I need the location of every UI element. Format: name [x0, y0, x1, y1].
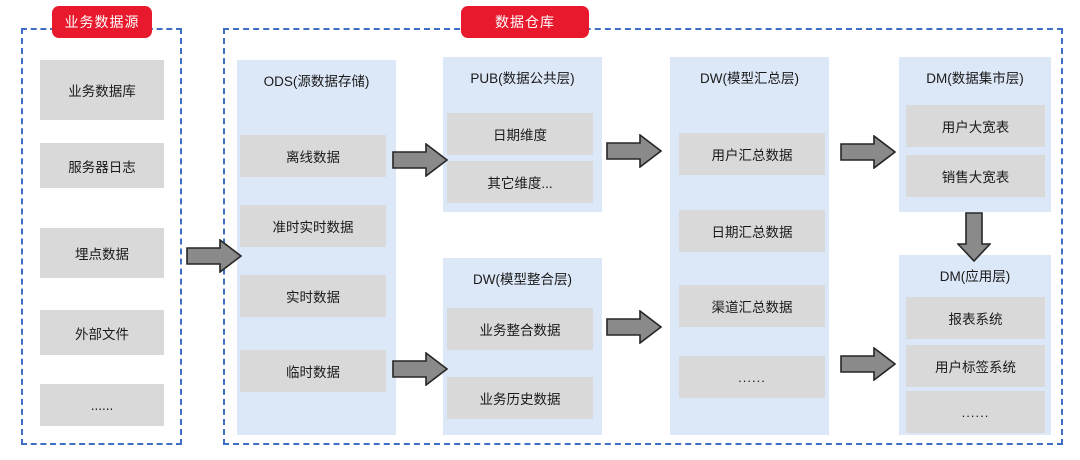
dw-summary-item-channel-summary-data[interactable]: 渠道汇总数据	[679, 285, 825, 327]
warehouse-group-badge: 数据仓库	[461, 6, 589, 38]
panel-pub-title: PUB(数据公共层)	[470, 71, 575, 86]
ods-item-near-realtime-data[interactable]: 准时实时数据	[240, 205, 386, 247]
arrow-ods-to-dw-integration	[392, 352, 448, 386]
pub-item-date-dimension[interactable]: 日期维度	[447, 113, 593, 155]
ods-item-temp-data[interactable]: 临时数据	[240, 350, 386, 392]
source-item-business-db[interactable]: 业务数据库	[40, 60, 164, 120]
dm-app-item-report-system[interactable]: 报表系统	[906, 297, 1045, 339]
source-item-external-file[interactable]: 外部文件	[40, 310, 164, 355]
arrow-dw-summary-to-dm-mart	[840, 135, 896, 169]
panel-ods-title: ODS(源数据存储)	[263, 74, 370, 89]
panel-dw-integration-title: DW(模型整合层)	[473, 272, 572, 287]
dw-summary-item-more[interactable]: ......	[679, 356, 825, 398]
arrow-dw-summary-to-dm-app	[840, 347, 896, 381]
ods-item-offline-data[interactable]: 离线数据	[240, 135, 386, 177]
panel-dw-summary-title: DW(模型汇总层)	[700, 71, 799, 86]
warehouse-group-frame	[223, 28, 1063, 445]
dm-app-item-user-tag-system[interactable]: 用户标签系统	[906, 345, 1045, 387]
dw-integration-item-business-history-data[interactable]: 业务历史数据	[447, 377, 593, 419]
source-item-server-log[interactable]: 服务器日志	[40, 143, 164, 188]
ods-item-realtime-data[interactable]: 实时数据	[240, 275, 386, 317]
pub-item-other-dimension[interactable]: 其它维度...	[447, 161, 593, 203]
source-group-badge: 业务数据源	[52, 6, 152, 38]
source-item-more[interactable]: ......	[40, 384, 164, 426]
source-item-tracking-data[interactable]: 埋点数据	[40, 228, 164, 278]
dm-app-item-more[interactable]: ......	[906, 391, 1045, 433]
panel-dm-app-title: DM(应用层)	[939, 269, 1011, 284]
dw-integration-item-business-integrated-data[interactable]: 业务整合数据	[447, 308, 593, 350]
panel-dm-mart-title: DM(数据集市层)	[926, 71, 1024, 86]
arrow-dw-integration-to-dw-summary	[606, 310, 662, 344]
dm-mart-item-sales-wide-table[interactable]: 销售大宽表	[906, 155, 1045, 197]
arrow-ods-to-pub	[392, 143, 448, 177]
dw-summary-item-user-summary-data[interactable]: 用户汇总数据	[679, 133, 825, 175]
arrow-pub-to-dw-summary	[606, 134, 662, 168]
dm-mart-item-user-wide-table[interactable]: 用户大宽表	[906, 105, 1045, 147]
arrow-source-to-ods	[186, 239, 242, 273]
arrow-dm-mart-to-dm-app	[957, 212, 991, 262]
dw-summary-item-date-summary-data[interactable]: 日期汇总数据	[679, 210, 825, 252]
